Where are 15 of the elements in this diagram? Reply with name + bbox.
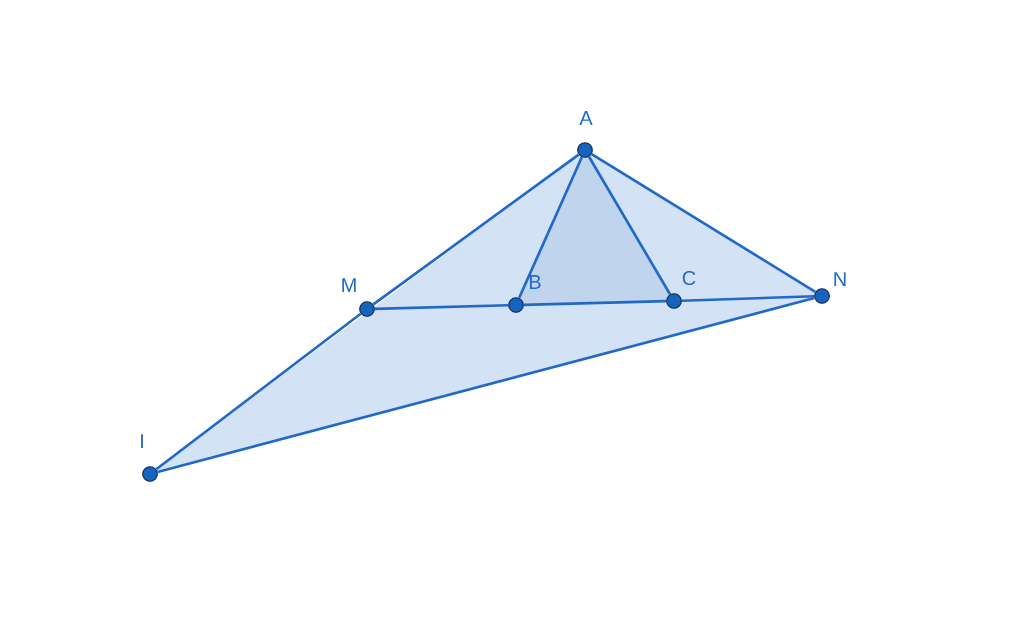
line-segment bbox=[372, 153, 580, 306]
point-label: B bbox=[529, 275, 541, 289]
line-segment bbox=[155, 312, 362, 471]
line-segment bbox=[681, 294, 815, 303]
line-segment bbox=[374, 303, 509, 311]
line-segment bbox=[591, 153, 816, 293]
line-segment bbox=[523, 299, 667, 307]
point-label: M bbox=[342, 278, 356, 292]
line-segment bbox=[157, 296, 815, 474]
point-label: A bbox=[579, 111, 593, 125]
line-segment bbox=[518, 156, 584, 299]
point-label: I bbox=[141, 434, 143, 448]
point-label: N bbox=[834, 272, 846, 286]
point-label: C bbox=[682, 270, 696, 286]
line-segment bbox=[587, 156, 672, 295]
